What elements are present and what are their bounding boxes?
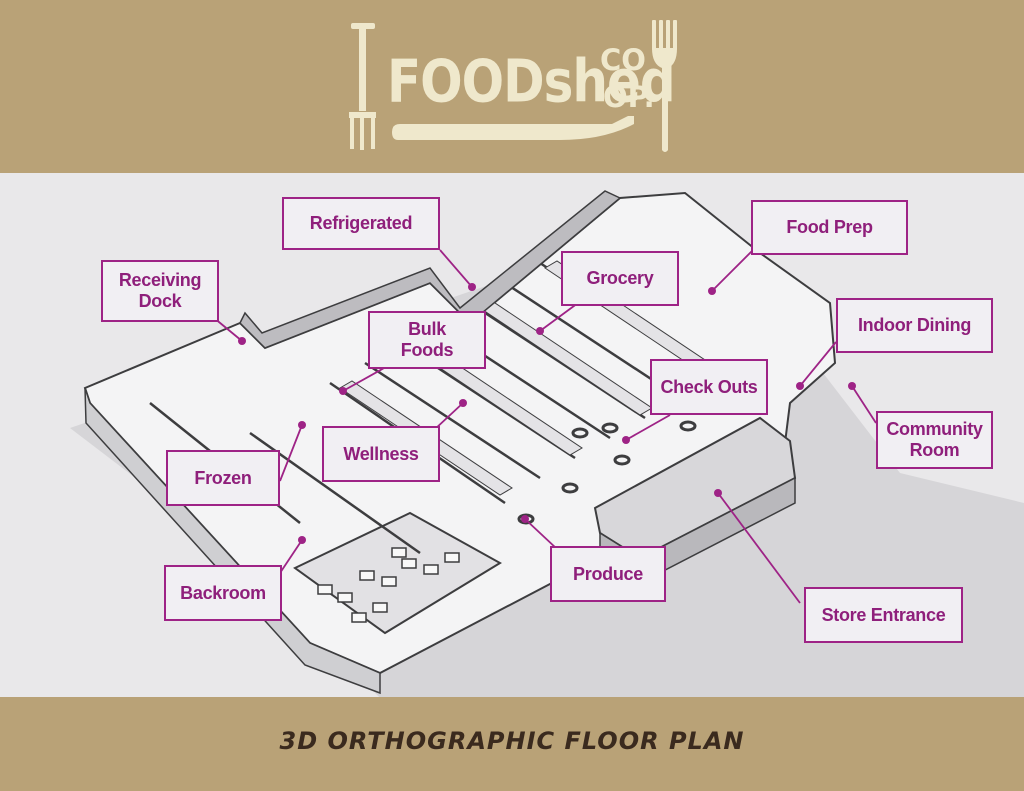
plan-title: 3D ORTHOGRAPHIC FLOOR PLAN (279, 727, 745, 755)
label-text: Backroom (180, 582, 266, 603)
label-text: Check Outs (660, 376, 758, 397)
label-grocery: Grocery (561, 251, 679, 306)
label-bulk-foods: Bulk Foods (368, 311, 486, 369)
label-text: Receiving (118, 270, 202, 291)
label-text: Dock (138, 291, 182, 311)
callout-dots (238, 283, 856, 544)
label-community-room: Community Room (876, 411, 993, 469)
header-band (0, 0, 1024, 173)
logo-wordmark: FOODshed (387, 47, 676, 116)
label-text: Wellness (343, 443, 419, 464)
footer-band (0, 697, 1024, 791)
label-produce: Produce (550, 546, 666, 602)
label-text: Community (886, 419, 983, 440)
knife-icon (392, 116, 634, 140)
label-text: Room (909, 440, 960, 460)
label-check-outs: Check Outs (650, 359, 768, 415)
label-text: Indoor Dining (857, 315, 972, 336)
label-frozen: Frozen (166, 450, 280, 506)
label-indoor-dining: Indoor Dining (836, 298, 993, 353)
label-text: Food Prep (786, 217, 873, 238)
label-text: Bulk (408, 319, 446, 340)
front-left-wall (84, 387, 381, 695)
label-refrigerated: Refrigerated (282, 197, 440, 250)
pitchfork-icon (349, 23, 376, 150)
label-text: Refrigerated (309, 213, 413, 234)
label-text: Foods (400, 340, 454, 360)
label-backroom: Backroom (164, 565, 282, 621)
label-text: Grocery (586, 268, 654, 289)
logo: FOODshed CO OP. (0, 0, 1024, 173)
label-receiving-dock: Receiving Dock (101, 260, 219, 322)
logo-op: OP. (603, 80, 655, 114)
skylights (317, 547, 460, 623)
label-text: Produce (573, 563, 643, 584)
backroom-wing (293, 511, 502, 635)
logo-graphics (349, 20, 677, 152)
label-text: Store Entrance (821, 604, 946, 625)
logo-co: CO (600, 43, 646, 77)
fork-icon (652, 20, 677, 152)
back-wall (239, 190, 622, 349)
label-food-prep: Food Prep (751, 200, 908, 255)
checkout-registers (517, 420, 697, 525)
label-wellness: Wellness (322, 426, 440, 482)
label-store-entrance: Store Entrance (804, 587, 963, 643)
label-text: Frozen (194, 467, 252, 488)
